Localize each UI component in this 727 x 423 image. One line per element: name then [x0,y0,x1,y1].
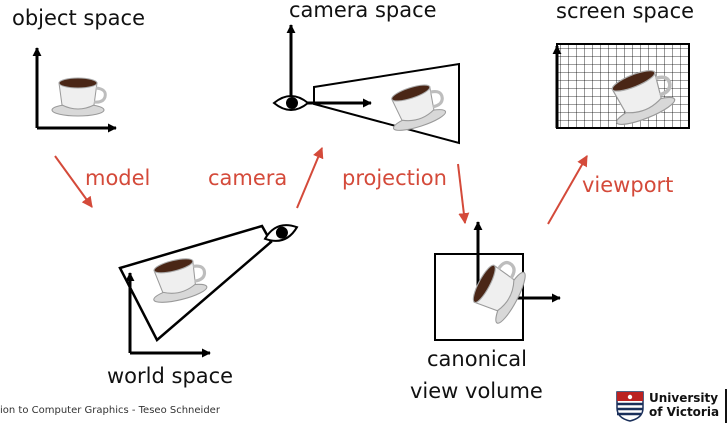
camera-label: camera [208,166,288,190]
camera-arrow [296,146,324,209]
world-space-label: world space [107,364,234,388]
projection-arrow [457,163,470,225]
canonical-label: canonical [427,347,527,371]
logo-line1: University [649,391,719,405]
coffee-cup-icon [144,252,212,308]
view-frustum [313,62,460,145]
projection-label: projection [342,166,447,190]
viewport-label: viewport [582,173,674,197]
camera-space-label: camera space [289,0,437,22]
viewport-arrow [547,155,588,225]
camera-space-diagram [272,24,460,145]
coffee-cup-icon [50,76,107,118]
screen-space-diagram [552,43,690,132]
model-arrow [54,155,93,208]
crest-icon [616,391,644,422]
view-frustum [118,224,273,342]
eye-icon [263,224,299,242]
coffee-cup-icon [464,253,533,328]
canonical-view-volume-diagram [434,221,561,341]
object-space-label: object space [12,6,145,30]
logo-divider [725,389,727,423]
footer-text: ion to Computer Graphics - Teseo Schneid… [0,405,220,416]
eye-icon [272,95,310,111]
screen-space-label: screen space [556,0,695,23]
world-space-diagram [118,224,299,358]
logo-line2: of Victoria [649,405,720,419]
view-volume-label: view volume [410,379,543,403]
object-space-diagram [32,47,117,133]
model-label: model [85,166,151,190]
university-logo: University of Victoria [615,389,727,423]
